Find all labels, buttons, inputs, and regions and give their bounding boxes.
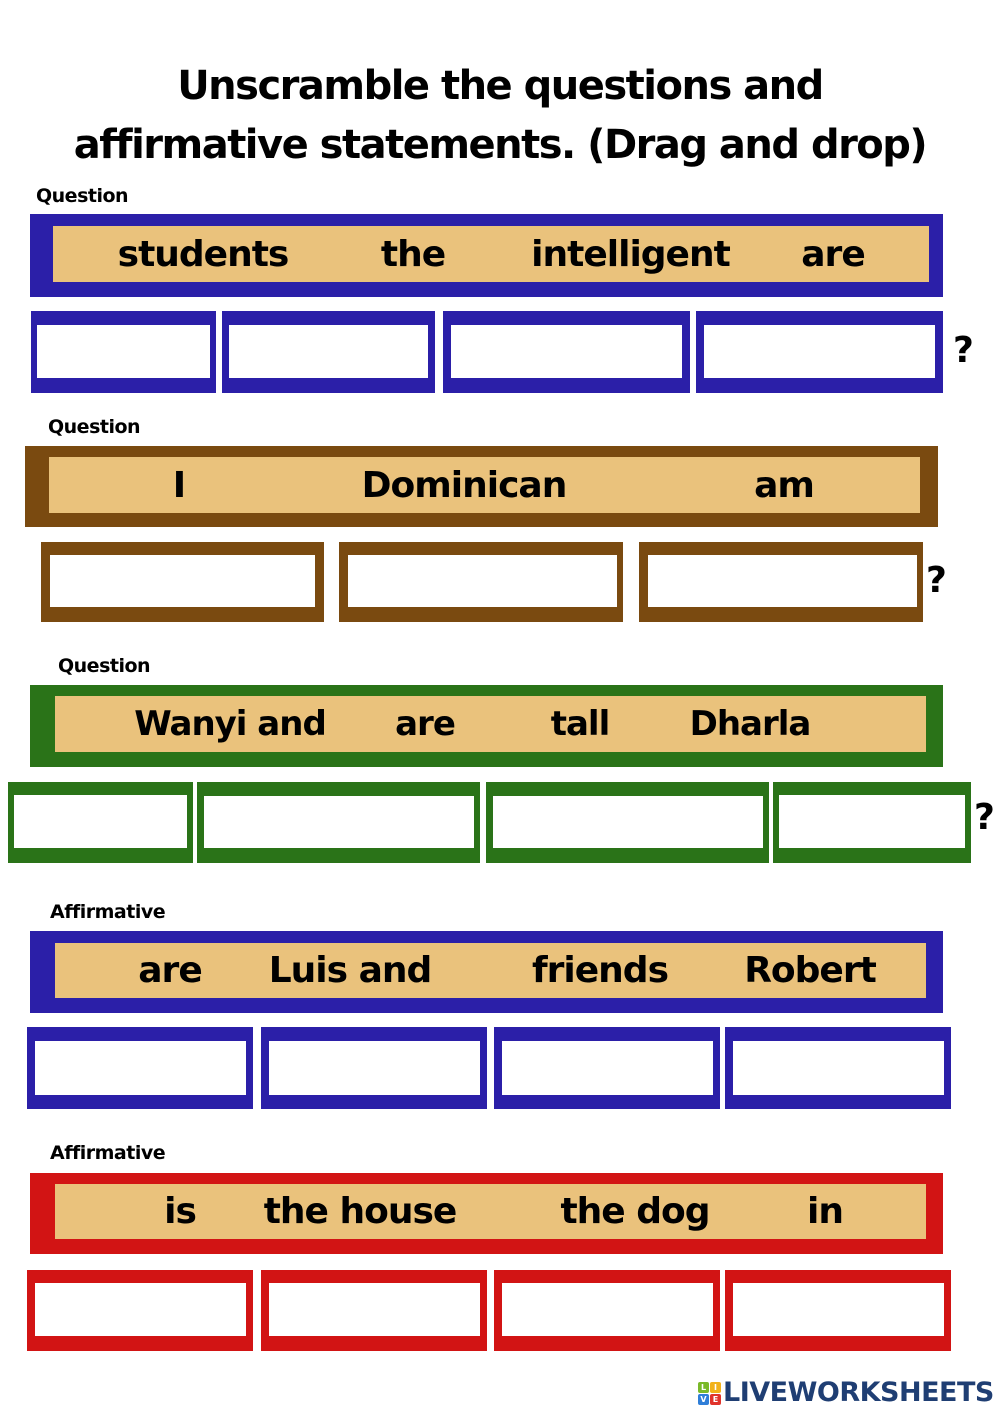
- draggable-word[interactable]: are: [395, 704, 456, 744]
- exercise-4-word-bank: are Luis and friends Robert: [30, 931, 943, 1013]
- exercise-3-word-bank: Wanyi and are tall Dharla: [30, 685, 943, 767]
- question-mark: ?: [953, 330, 974, 371]
- exercise-3-drop-box-3[interactable]: [486, 782, 769, 863]
- exercise-4-drop-box-4[interactable]: [725, 1027, 951, 1109]
- draggable-word[interactable]: Wanyi and: [134, 704, 327, 744]
- logo-tile: E: [710, 1393, 721, 1405]
- exercise-5-drop-box-2[interactable]: [261, 1270, 487, 1351]
- page-title-line-2: affirmative statements. (Drag and drop): [73, 122, 928, 168]
- exercise-1-word-bank: students the intelligent are: [30, 214, 943, 297]
- exercise-5-word-bank: is the house the dog in: [30, 1173, 943, 1254]
- exercise-1-drop-box-2[interactable]: [222, 311, 435, 393]
- draggable-word[interactable]: the dog: [560, 1191, 710, 1232]
- draggable-word[interactable]: Robert: [744, 950, 877, 991]
- exercise-3-label: Question: [58, 655, 151, 677]
- exercise-5-drop-box-1[interactable]: [27, 1270, 253, 1351]
- liveworksheets-logo: L I V E LIVEWORKSHEETS: [698, 1378, 994, 1408]
- exercise-3-drop-box-2[interactable]: [197, 782, 480, 863]
- draggable-word[interactable]: I: [172, 464, 186, 506]
- draggable-word[interactable]: the: [380, 233, 446, 275]
- exercise-2-drop-box-1[interactable]: [41, 542, 324, 622]
- exercise-2-drop-box-2[interactable]: [339, 542, 623, 622]
- exercise-3-drop-box-1[interactable]: [8, 782, 193, 863]
- exercise-4-drop-box-1[interactable]: [27, 1027, 253, 1109]
- exercise-1-drop-box-4[interactable]: [696, 311, 943, 393]
- draggable-word[interactable]: students: [117, 233, 290, 275]
- exercise-2-label: Question: [48, 416, 141, 438]
- exercise-4-drop-box-2[interactable]: [261, 1027, 487, 1109]
- exercise-2-word-bank: I Dominican am: [25, 446, 938, 527]
- draggable-word[interactable]: am: [754, 464, 815, 506]
- exercise-4-label: Affirmative: [50, 901, 166, 923]
- exercise-5-label: Affirmative: [50, 1142, 166, 1164]
- exercise-1-drop-box-1[interactable]: [31, 311, 216, 393]
- draggable-word[interactable]: is: [164, 1191, 197, 1232]
- page-title-line-1: Unscramble the questions and: [177, 63, 824, 109]
- draggable-word[interactable]: Dharla: [689, 704, 812, 744]
- draggable-word[interactable]: are: [801, 233, 865, 275]
- draggable-word[interactable]: Luis and: [268, 950, 433, 991]
- question-mark: ?: [974, 797, 995, 838]
- exercise-3-drop-box-4[interactable]: [773, 782, 971, 863]
- exercise-5-drop-box-4[interactable]: [725, 1270, 951, 1351]
- live-tiles-icon: L I V E: [698, 1381, 721, 1405]
- draggable-word[interactable]: intelligent: [531, 233, 731, 275]
- draggable-word[interactable]: tall: [550, 704, 611, 744]
- exercise-5-drop-box-3[interactable]: [494, 1270, 720, 1351]
- draggable-word[interactable]: Dominican: [361, 464, 568, 506]
- exercise-1-drop-box-3[interactable]: [443, 311, 690, 393]
- question-mark: ?: [926, 560, 947, 601]
- exercise-2-drop-box-3[interactable]: [639, 542, 923, 622]
- logo-tile: V: [698, 1393, 709, 1405]
- draggable-word[interactable]: in: [807, 1191, 844, 1232]
- draggable-word[interactable]: the house: [263, 1191, 458, 1232]
- exercise-4-drop-box-3[interactable]: [494, 1027, 720, 1109]
- draggable-word[interactable]: are: [138, 950, 202, 991]
- logo-tile: I: [710, 1381, 721, 1393]
- exercise-1-label: Question: [36, 185, 129, 207]
- logo-tile: L: [698, 1381, 709, 1393]
- draggable-word[interactable]: friends: [532, 950, 669, 991]
- logo-text: LIVEWORKSHEETS: [723, 1377, 994, 1408]
